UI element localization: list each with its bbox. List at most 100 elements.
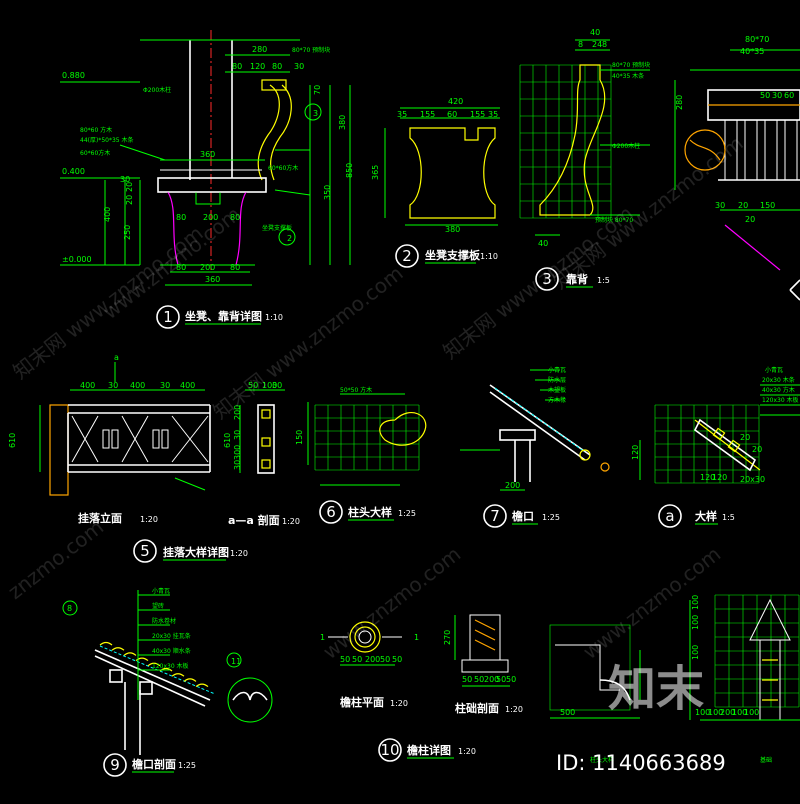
roof-tile <box>123 652 137 656</box>
dimension-label: 24 <box>592 40 602 49</box>
callout-marker: 2 <box>287 234 292 243</box>
detail-scale: 1:5 <box>722 513 735 522</box>
detail-title: 大样 <box>695 509 717 523</box>
annotation: 望砖 <box>152 602 164 610</box>
dimension-label: 200 <box>233 405 242 420</box>
detail-number: 9 <box>110 756 120 774</box>
annotation: 60*60方木 <box>268 164 298 172</box>
dimension-label: 120 <box>250 62 265 71</box>
annotation: 60*60方木 <box>80 149 110 157</box>
dimension-label: 50 <box>760 91 770 100</box>
detail-number-circle <box>103 753 127 777</box>
dimension-label: 20 <box>125 182 134 192</box>
dimension-label: 400 <box>103 207 112 222</box>
dimension-label: 30 <box>715 201 725 210</box>
annotation: 120x30 木板 <box>762 396 799 404</box>
detail-number: 1 <box>163 308 173 326</box>
dimension-label: 400 <box>130 381 145 390</box>
annotation: 预制块 80*70 <box>595 216 633 224</box>
dimension-label: 30 <box>108 381 118 390</box>
detail-number-circle <box>319 500 343 524</box>
dimension-label: 60 <box>784 91 794 100</box>
detail-scale: 1:20 <box>230 549 248 558</box>
dimension-label: 20 <box>740 433 750 442</box>
roof-tile <box>147 662 161 667</box>
detail-scale: 1:5 <box>597 276 610 285</box>
dimension-label: 500 <box>560 708 575 717</box>
column-base-title: 柱础剖面 <box>455 701 499 715</box>
dimension-label: 120 <box>712 473 727 482</box>
detail-number: a <box>665 507 674 525</box>
dimension-label: 30 <box>772 91 782 100</box>
dimension-label: 360 <box>205 275 220 284</box>
dimension-label: 50 <box>496 675 506 684</box>
watermark: znzmo.com <box>3 515 108 604</box>
roof-tile <box>99 641 113 646</box>
callout-marker: 11 <box>231 657 241 666</box>
dimension-label: 200 <box>203 213 218 222</box>
dimension-label: 280 <box>675 95 684 110</box>
dimension-label: 30 <box>272 381 282 390</box>
detail-title: 坐凳、靠背详图 <box>185 309 262 323</box>
dimension-label: 100 <box>708 708 723 717</box>
lattice-bar <box>171 415 209 463</box>
dimension-label: 200 <box>720 708 735 717</box>
lattice-bar <box>121 415 149 463</box>
detail-scale: 1:25 <box>398 509 416 518</box>
dimension-label: 35 <box>488 110 498 119</box>
detail-title: 檐柱详图 <box>407 743 451 757</box>
dimension-label: 60 <box>447 110 457 119</box>
dimension-label: 8 <box>602 40 607 49</box>
roof-tile <box>195 683 209 688</box>
dimension-label: 150 <box>295 430 304 445</box>
detail-7-drawing <box>460 369 610 491</box>
detail-scale: 1:20 <box>458 747 476 756</box>
dimension-label: 80 <box>272 62 282 71</box>
annotation: 木望板 <box>548 386 566 394</box>
dimension-label: 100 <box>691 615 700 630</box>
dimension-label: 70 <box>313 85 322 95</box>
dimension-label: 35 <box>397 110 407 119</box>
dimension-label: 50 <box>352 655 362 664</box>
dimension-label: 80 <box>230 213 240 222</box>
roof-tile <box>171 673 185 677</box>
dimension-label: 80*70 <box>745 35 769 44</box>
image-id-label: ID: 1140663689 <box>556 751 726 775</box>
dimension-label: 610 <box>223 433 232 448</box>
dimension-label: 100 <box>262 381 277 390</box>
watermark: 知末网 www.znzmo.com <box>548 131 747 294</box>
caption: 柱头大样 <box>590 756 614 764</box>
dimension-label: 30 <box>120 175 130 184</box>
dimension-label: 280 <box>252 45 267 54</box>
detail-3-drawing <box>519 39 650 236</box>
dimension-label: 50 <box>392 655 402 664</box>
column-base-scale: 1:20 <box>505 705 523 714</box>
lattice-post <box>161 429 169 449</box>
dimension-label: 200 <box>484 675 499 684</box>
detail-scale: 1:25 <box>542 513 560 522</box>
dimension-label: 100 <box>744 708 759 717</box>
dimension-label: 40*35 <box>740 47 764 56</box>
detail-number-circle <box>378 738 402 762</box>
column-plan-title: 檐柱平面 <box>340 695 384 709</box>
dimension-label: 100 <box>695 708 710 717</box>
dimension-label: 40 <box>538 239 548 248</box>
dimension-label: 120 <box>700 473 715 482</box>
dimension-label: 30 <box>160 381 170 390</box>
dimension-label: 40 <box>590 28 600 37</box>
dimension-label: 200 <box>365 655 380 664</box>
detail-title: 挂落大样详图 <box>163 545 229 559</box>
dimension-label: 50 <box>506 675 516 684</box>
dimension-label: 350 <box>323 185 332 200</box>
dimension-label: 380 <box>338 115 347 130</box>
detail-title: 柱头大样 <box>348 505 392 519</box>
section-marker: a <box>114 353 119 362</box>
dimension-label: 100 <box>732 708 747 717</box>
annotation: 44(厚)*50*35 木条 <box>80 136 134 144</box>
annotation: 坐凳支撑板 <box>262 224 292 232</box>
dimension-label: 400 <box>80 381 95 390</box>
annotation: 80*70 预制块 <box>612 61 650 69</box>
dimension-label: 20 <box>752 445 762 454</box>
